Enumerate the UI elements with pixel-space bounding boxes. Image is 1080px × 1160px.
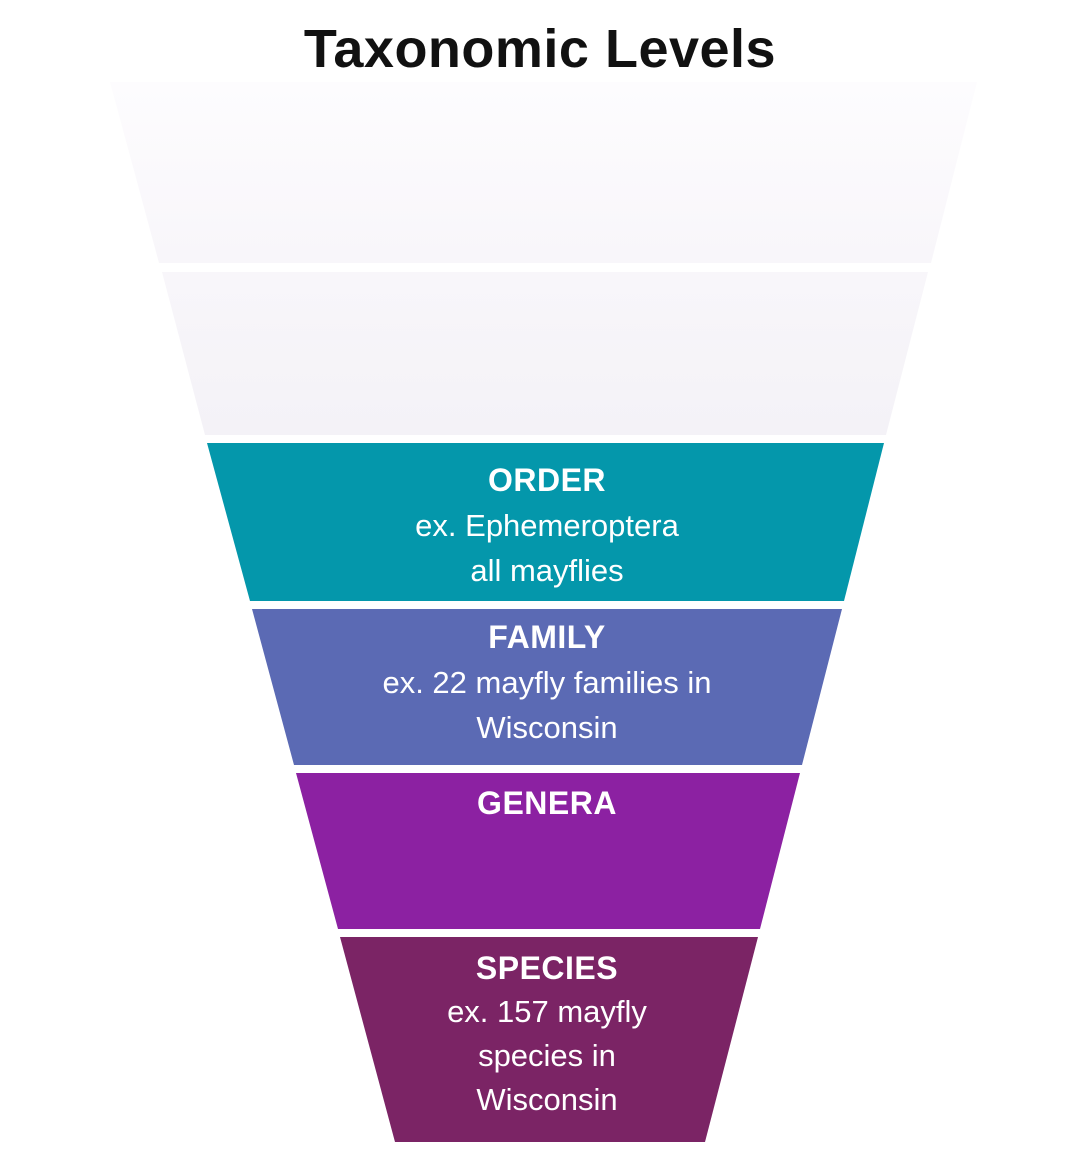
genera-label: GENERA [477,785,617,821]
species-example-line-3: Wisconsin [476,1082,618,1117]
page-title: Taxonomic Levels [303,19,777,79]
family-segment-text: FAMILY ex. 22 mayfly families in Wiscons… [14,615,1080,750]
family-example-line-1: ex. 22 mayfly families in [382,665,712,700]
species-segment-text: SPECIES ex. 157 mayfly species in Wiscon… [14,946,1080,1122]
order-example-line-2: all mayflies [470,553,624,588]
species-label: SPECIES [475,950,619,986]
funnel-segment-family [252,609,842,765]
order-segment-text: ORDER ex. Ephemeroptera all mayflies [14,458,1080,593]
funnel-segment-genera [296,773,800,929]
funnel-segment-species [340,937,758,1142]
order-label: ORDER [487,462,607,498]
genera-segment-text: GENERA [14,781,1080,826]
species-example-line-2: species in [478,1038,616,1073]
order-example-line-1: ex. Ephemeroptera [415,508,679,543]
funnel-segment-blank-2 [162,272,928,435]
family-label: FAMILY [488,619,606,655]
funnel-segment-order [207,443,884,601]
funnel-segment-blank-1 [110,82,977,263]
species-example-line-1: ex. 157 mayfly [447,994,647,1029]
family-example-line-2: Wisconsin [476,710,618,745]
